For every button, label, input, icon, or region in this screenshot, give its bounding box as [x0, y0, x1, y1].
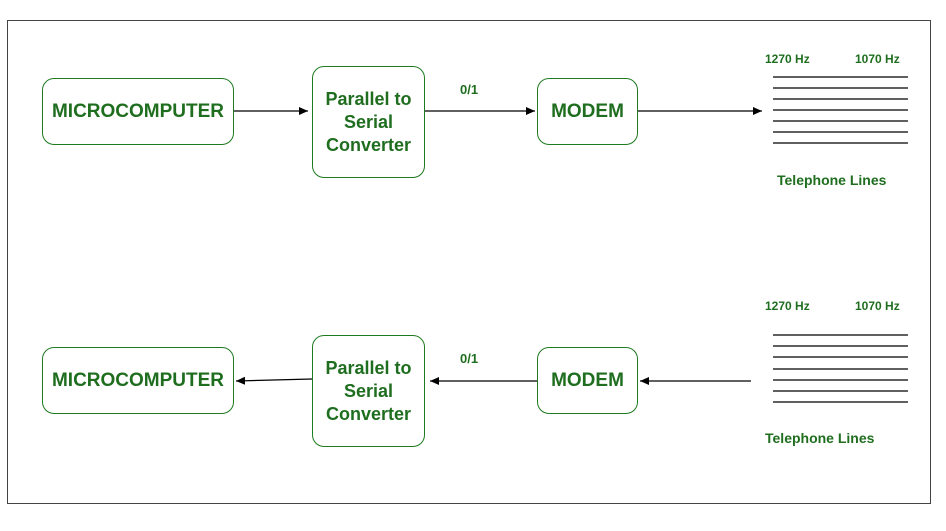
diagram-frame: [7, 20, 931, 504]
microcomputer-box-top: MICROCOMPUTER: [42, 78, 234, 145]
bit-label-top: 0/1: [460, 82, 479, 97]
modem-box-top: MODEM: [537, 78, 638, 145]
converter-label-bottom: Parallel to Serial Converter: [325, 357, 412, 424]
freq-right-label-bottom: 1070 Hz: [855, 299, 900, 313]
telephone-lines-top: [773, 76, 908, 144]
modem-box-bottom: MODEM: [537, 347, 638, 414]
freq-left-label-bottom: 1270 Hz: [765, 299, 810, 313]
microcomputer-label-top: MICROCOMPUTER: [51, 100, 225, 122]
freq-right-label-top: 1070 Hz: [855, 52, 900, 66]
modem-label-top: MODEM: [551, 100, 624, 122]
modem-label-bottom: MODEM: [551, 369, 624, 391]
telephone-lines-label-top: Telephone Lines: [777, 172, 887, 188]
microcomputer-label-bottom: MICROCOMPUTER: [51, 369, 225, 391]
converter-box-bottom: Parallel to Serial Converter: [312, 335, 425, 447]
converter-box-top: Parallel to Serial Converter: [312, 66, 425, 178]
telephone-lines-bottom: [773, 334, 908, 403]
telephone-lines-label-bottom: Telephone Lines: [765, 430, 875, 446]
arrow-converter-to-micro-bottom: [235, 376, 313, 385]
converter-label-top: Parallel to Serial Converter: [325, 88, 412, 155]
freq-left-label-top: 1270 Hz: [765, 52, 810, 66]
bit-label-bottom: 0/1: [460, 351, 479, 366]
microcomputer-box-bottom: MICROCOMPUTER: [42, 347, 234, 414]
